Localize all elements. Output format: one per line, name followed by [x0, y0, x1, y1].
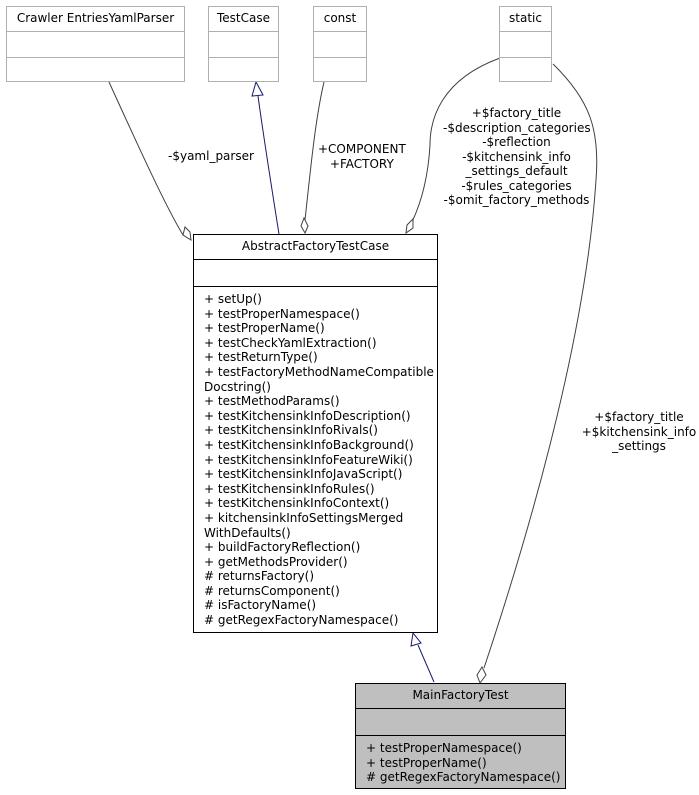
method: + testProperNamespace(): [366, 741, 522, 755]
class-title: Crawler EntriesYamlParser: [16, 11, 175, 25]
class-attributes: [7, 31, 184, 57]
class-attributes: [194, 259, 437, 286]
edge-label-yaml-parser: -$yaml_parser: [168, 149, 254, 163]
class-static: static: [499, 6, 552, 82]
method: + kitchensinkInfoSettingsMerged: [204, 510, 404, 525]
edge-static-abstract: [411, 57, 501, 223]
edge-label-static-main: +$factory_title +$kitchensink_info _sett…: [581, 410, 697, 453]
method: + testCheckYamlExtraction(): [204, 335, 377, 350]
class-title: const: [323, 11, 357, 25]
method: # returnsComponent(): [204, 583, 340, 598]
method: # isFactoryName(): [204, 598, 317, 613]
method: + testKitchensinkInfoDescription(): [204, 408, 411, 423]
method: # getRegexFactoryNamespace(): [204, 613, 399, 628]
class-crawler-entries-yaml-parser: Crawler EntriesYamlParser: [6, 6, 185, 82]
class-abstract-factory-test-case: AbstractFactoryTestCase + setUp() + test…: [193, 234, 438, 633]
method: + testMethodParams(): [204, 394, 340, 409]
class-methods: [500, 57, 551, 58]
class-methods: + testProperNamespace() + testProperName…: [356, 735, 565, 785]
edge-label-static-abstract: +$factory_title -$description_categories…: [443, 106, 591, 207]
class-methods: [209, 57, 278, 58]
edge-static-abstract-diamond: [405, 217, 414, 235]
class-methods: + setUp() + testProperNamespace() + test…: [194, 286, 437, 628]
method: + testKitchensinkInfoJavaScript(): [204, 467, 403, 482]
method: WithDefaults(): [204, 525, 291, 540]
edge-inheritance-testcase-arrow: [251, 80, 264, 97]
class-title: MainFactoryTest: [412, 688, 509, 702]
edge-inheritance-main: [417, 644, 435, 683]
method: # returnsFactory(): [204, 569, 315, 584]
edge-static-main: [483, 63, 598, 669]
class-attributes: [500, 31, 551, 57]
class-title: AbstractFactoryTestCase: [241, 239, 390, 253]
method: + testProperNamespace(): [204, 306, 360, 321]
edge-label-const: +COMPONENT +FACTORY: [318, 142, 406, 171]
class-const: const: [313, 6, 367, 82]
method: + testReturnType(): [204, 350, 318, 365]
method: + testKitchensinkInfoRivals(): [204, 423, 378, 438]
method: + setUp(): [204, 292, 262, 306]
class-attributes: [209, 31, 278, 57]
method: + testKitchensinkInfoBackground(): [204, 437, 414, 452]
edge-inheritance-main-arrow: [410, 631, 422, 647]
class-testcase: TestCase: [208, 6, 279, 82]
edge-inheritance-testcase: [257, 95, 280, 235]
method: + testKitchensinkInfoRules(): [204, 481, 375, 496]
method: + testProperName(): [366, 755, 487, 770]
edge-yaml-parser-diamond: [182, 226, 192, 241]
method: + testProperName(): [204, 321, 325, 336]
method: # getRegexFactoryNamespace(): [366, 770, 561, 785]
class-methods: [7, 57, 184, 58]
method: + testFactoryMethodNameCompatible: [204, 364, 434, 379]
edge-const: [304, 81, 325, 221]
method: + getMethodsProvider(): [204, 554, 348, 569]
edge-static-main-diamond: [476, 665, 487, 685]
class-attributes: [356, 708, 565, 735]
class-attributes: [314, 31, 366, 57]
method: + testKitchensinkInfoFeatureWiki(): [204, 452, 413, 467]
edge-yaml-parser: [108, 81, 184, 236]
method: Docstring(): [204, 379, 271, 394]
method: + buildFactoryReflection(): [204, 540, 361, 555]
class-title: TestCase: [217, 11, 270, 25]
edge-const-diamond: [300, 216, 309, 235]
class-methods: [314, 57, 366, 58]
method: + testKitchensinkInfoContext(): [204, 496, 390, 511]
class-main-factory-test: MainFactoryTest + testProperNamespace() …: [355, 683, 566, 789]
class-title: static: [509, 11, 542, 25]
